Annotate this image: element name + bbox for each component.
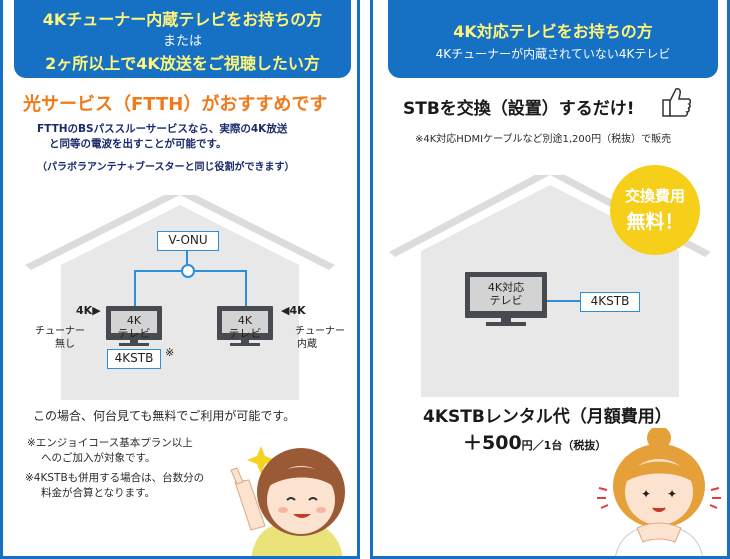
right-panel: 4K対応テレビをお持ちの方 4Kチューナーが内蔵されていない4Kテレビ STBを… (370, 0, 730, 559)
cable-note: ※4K対応HDMIケーブルなど別途1,200円（税抜）で販売 (415, 134, 672, 145)
right-stb-box: 4KSTB (580, 292, 640, 312)
left-tag-line1: チューナー (35, 326, 85, 337)
left-banner-line2: または (162, 34, 202, 49)
stb-box-left: 4KSTB (107, 349, 161, 369)
wire-right-drop (245, 270, 247, 308)
wire-left-drop (134, 270, 136, 308)
right-house-illustration (389, 175, 711, 397)
note1-line2: へのご加入が対象です。 (41, 452, 156, 464)
left-banner-line3: 2ヶ所以上で4K放送をご視聴したい方 (45, 54, 320, 73)
left-body-line3: （パラボラアンテナ+ブースターと同じ役割ができます） (37, 162, 295, 173)
free-note: この場合、何台見ても無料でご利用が可能です。 (33, 409, 296, 423)
tv-right-neck (241, 340, 249, 343)
tv-left-neck (130, 340, 138, 343)
badge-line2: 無料！ (626, 211, 684, 233)
right-tv: 4K対応 テレビ (465, 272, 547, 318)
right-tag-4k: ◀4K (281, 304, 306, 317)
note2-line2: 料金が合算となります。 (41, 487, 156, 499)
left-tag-line2: 無し (55, 339, 75, 350)
thumbs-up-icon (662, 88, 692, 117)
splitter-node (181, 264, 195, 278)
arrow-right-icon: ▶ (92, 304, 101, 317)
svg-text:✦: ✦ (641, 487, 651, 501)
price-line: ＋500円／1台（税抜） (463, 428, 606, 455)
price-main: ＋500 (463, 432, 522, 454)
right-tv-neck (501, 318, 511, 322)
right-headline: STBを交換（設置）するだけ! (403, 99, 635, 119)
arrow-left-icon: ◀ (281, 304, 290, 317)
right-wire (547, 300, 581, 302)
left-tag-4k: 4K▶ (76, 304, 101, 317)
right-banner: 4K対応テレビをお持ちの方 4Kチューナーが内蔵されていない4Kテレビ (388, 0, 718, 78)
left-body-line1: FTTHのBSパススルーサービスなら、実際の4K放送 (37, 123, 288, 135)
left-headline: 光サービス（FTTH）がおすすめです (23, 94, 328, 115)
tv-left: 4K テレビ (106, 306, 162, 340)
note1-line1: ※エンジョイコース基本プラン以上 (27, 437, 193, 449)
left-body-line2: と同等の電波を出すことが可能です。 (49, 138, 227, 150)
tv-right: 4K テレビ (217, 306, 273, 340)
tv-right-base (230, 343, 260, 346)
tv-right-label: 4K テレビ (222, 311, 268, 340)
right-tag-line2: 内蔵 (297, 339, 317, 350)
left-banner-line1: 4Kチューナー内蔵テレビをお持ちの方 (42, 10, 323, 29)
right-banner-line1: 4K対応テレビをお持ちの方 (453, 22, 653, 41)
right-tv-base (486, 322, 526, 326)
tv-left-label: 4K テレビ (111, 311, 157, 340)
price-unit: 円／1台（税抜） (521, 439, 607, 452)
stb-note-mark: ※ (165, 346, 175, 359)
svg-text:✦: ✦ (667, 487, 677, 501)
right-banner-line2: 4Kチューナーが内蔵されていない4Kテレビ (435, 47, 671, 61)
right-tv-label: 4K対応 テレビ (470, 277, 542, 311)
woman-pointing-illustration (230, 446, 345, 556)
free-badge: 交換費用 無料！ (610, 165, 700, 255)
badge-line1: 交換費用 (624, 187, 685, 205)
sparkle-icon (247, 446, 275, 474)
tv-left-base (119, 343, 149, 346)
happy-woman-illustration: ✦ ✦ (597, 428, 721, 556)
wire-onu (186, 250, 188, 270)
note2-line1: ※4KSTBも併用する場合は、台数分の (25, 472, 205, 484)
left-panel: 4Kチューナー内蔵テレビをお持ちの方 または 2ヶ所以上で4K放送をご視聴したい… (0, 0, 360, 559)
onu-box: V-ONU (157, 231, 219, 251)
rental-title: 4KSTBレンタル代（月額費用） (423, 407, 672, 427)
left-banner: 4Kチューナー内蔵テレビをお持ちの方 または 2ヶ所以上で4K放送をご視聴したい… (14, 0, 351, 78)
right-tag-line1: チューナー (295, 326, 345, 337)
